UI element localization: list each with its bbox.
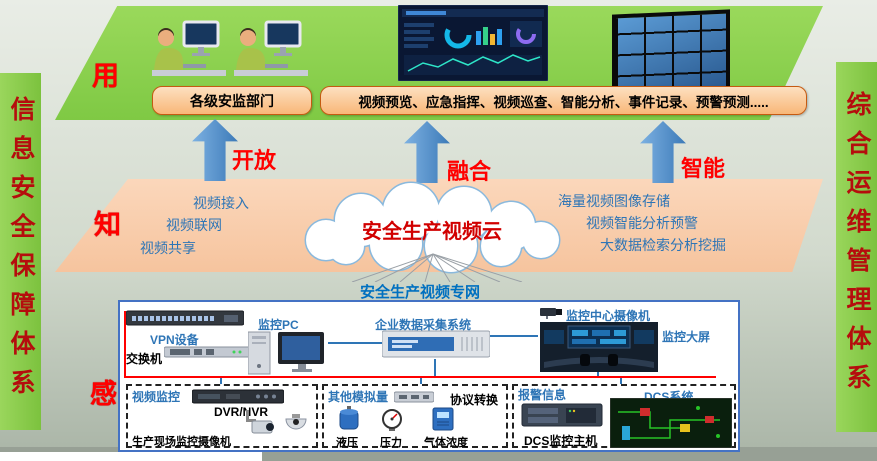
pressure-gauge-icon: [382, 409, 402, 431]
dcs-host-icon: [521, 403, 603, 427]
analog-group-box: 其他模拟量 协议转换 液压 压力: [322, 384, 508, 449]
switch-label: 交换机: [126, 352, 163, 366]
ptz-camera-icon: [246, 410, 274, 434]
converter-label: 协议转换: [450, 393, 499, 407]
layer-sense-label: 感: [90, 379, 117, 409]
sensor-gas-label: 气体浓度: [424, 437, 468, 449]
note-video-network: 视频联网: [166, 217, 222, 233]
arrow-smart-label: 智能: [681, 156, 726, 181]
drop-line-analog: [420, 378, 422, 384]
dvr-recorder-icon: [192, 389, 284, 404]
right-system-bar-label: 综合运维管理体系: [843, 91, 871, 403]
dcs-screen-icon: [610, 398, 732, 448]
sensor-hydraulic-label: 液压: [336, 437, 358, 449]
note-bigdata: 大数据检索分析挖掘: [600, 237, 726, 253]
vpn-device-icon: [164, 346, 250, 358]
note-storage: 海量视频图像存储: [558, 193, 670, 209]
red-bus-line: [124, 376, 716, 378]
floor-white-strip: [0, 452, 262, 461]
connector-daq-camera: [490, 335, 538, 337]
red-bus-vertical: [124, 311, 126, 378]
arrow-fusion-label: 融合: [447, 159, 492, 184]
daq-server-icon: [382, 330, 490, 358]
monitor-pc-icon: [248, 331, 324, 375]
hydraulic-sensor-icon: [339, 406, 359, 430]
fan-lines: [351, 253, 523, 282]
note-video-access: 视频接入: [193, 195, 249, 211]
note-analysis: 视频智能分析预警: [586, 215, 698, 231]
private-network-label: 安全生产视频专网: [360, 284, 481, 301]
connector-daq-bus: [434, 359, 436, 376]
dcs-group-box: 报警信息 DCS系统 DCS监控主机: [512, 384, 736, 448]
layer-know-label: 知: [94, 210, 121, 240]
video-group-box: 视频监控 DVR/NVR 生产现场监控摄像机: [126, 384, 318, 448]
device-panel: 交换机 VPN设备 监控PC 企业数据采集系统: [118, 300, 740, 452]
left-system-bar: 信息安全保障体系: [0, 73, 41, 430]
center-camera-label: 监控中心摄像机: [566, 309, 651, 323]
arrow-smart-icon: [640, 121, 686, 183]
cctv-camera-icon: [540, 308, 562, 319]
functions-box: 视频预览、应急指挥、视频巡查、智能分析、事件记录、预警预测.....: [320, 86, 807, 115]
arrow-fusion-icon: [404, 121, 450, 183]
vpn-label: VPN设备: [150, 333, 199, 347]
layer-use-label: 用: [92, 61, 119, 91]
dcs-host-label: DCS监控主机: [524, 434, 598, 448]
control-room-icon: [540, 322, 658, 372]
dvr-label: DVR/NVR: [214, 405, 269, 419]
pc-label: 监控PC: [258, 318, 299, 332]
video-group-title: 视频监控: [132, 390, 181, 404]
alarm-info-label: 报警信息: [518, 388, 567, 402]
daq-label: 企业数据采集系统: [375, 318, 472, 332]
protocol-converter-icon: [394, 391, 434, 403]
network-switch-icon: [126, 310, 244, 326]
arrow-open-label: 开放: [232, 148, 277, 173]
operator-workstations-icon: [152, 20, 308, 76]
dome-camera-icon: [285, 414, 307, 430]
right-system-bar: 综合运维管理体系: [836, 62, 877, 432]
gas-sensor-icon: [432, 407, 454, 431]
drop-line-dcs: [620, 378, 622, 384]
big-screen-label: 监控大屏: [662, 330, 711, 344]
site-camera-label: 生产现场监控摄像机: [132, 436, 231, 448]
dashboard-screen-icon: [398, 5, 548, 81]
sensor-pressure-label: 压力: [380, 437, 402, 449]
analog-group-title: 其他模拟量: [328, 390, 389, 404]
left-system-bar-label: 信息安全保障体系: [7, 95, 35, 408]
connector-pc-daq: [328, 342, 382, 344]
dept-box: 各级安监部门: [152, 86, 312, 115]
drop-line-video: [220, 378, 222, 384]
note-video-share: 视频共享: [140, 240, 196, 256]
cloud-title: 安全生产视频云: [362, 221, 502, 243]
cloud-icon: [304, 181, 561, 274]
connector-room-bus: [597, 372, 599, 376]
